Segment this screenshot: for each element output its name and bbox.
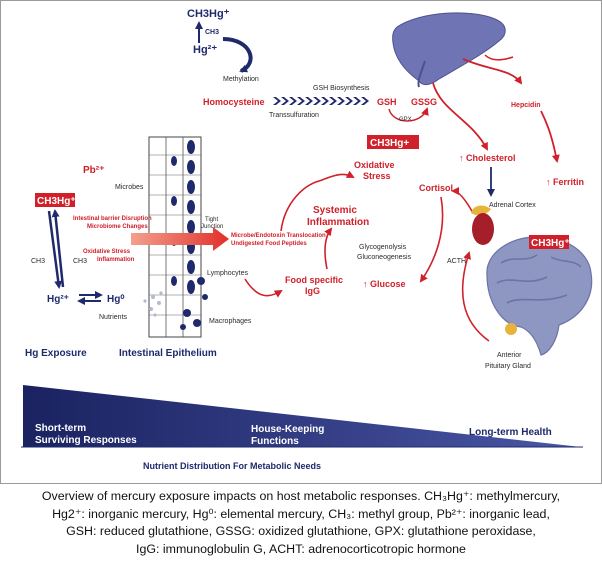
adrenal-cortex-label: Adrenal Cortex	[489, 202, 536, 209]
caption-line: GSH: reduced glutathione, GSSG: oxidized…	[66, 524, 536, 538]
ch3-left-label: CH3	[31, 258, 45, 265]
liver-icon	[392, 12, 506, 86]
glycogenolysis-line2: Gluconeogenesis	[357, 254, 412, 261]
methylation-label: Methylation	[223, 76, 259, 83]
food-igg-line1: Food specific	[285, 275, 343, 285]
hg0-label: Hg⁰	[107, 294, 124, 305]
nutrients-label: Nutrients	[99, 314, 128, 321]
response-gradient-band	[23, 385, 581, 447]
translocation-line1: Microbe/Endotoxin Translocation	[231, 233, 326, 239]
hg-exchange-arrows	[77, 291, 103, 305]
hepcidin-ferritin-arrow	[540, 110, 560, 163]
caption-line: IgG: immunoglobulin G, ACHT: adrenocorti…	[136, 541, 466, 556]
oxidative-inflammation-line2: Inflammation	[97, 257, 135, 263]
liver-hepcidin-arrow	[462, 58, 523, 85]
short-term-line1: Short-term	[35, 423, 86, 434]
ch3hg-badge-brain	[529, 235, 569, 249]
lymphocyte-igg-arrow	[244, 278, 283, 298]
top-ch3hg-label: CH3Hg⁺	[187, 8, 230, 20]
macrophages-label: Macrophages	[209, 318, 252, 325]
long-term-label: Long-term Health	[469, 427, 552, 438]
barrier-disruption-line2: Microbiome Changes	[87, 224, 148, 230]
figure-caption: Overview of mercury exposure impacts on …	[20, 488, 582, 558]
cortisol-label: Cortisol	[419, 183, 453, 193]
ch3hg-badge-center	[367, 135, 419, 149]
hg-exposure-label: Hg Exposure	[25, 348, 87, 359]
inflammation-oxidative-arrow	[280, 170, 355, 232]
oxidative-inflammation-line1: Oxidative Stress	[83, 249, 131, 255]
ferritin-label: ↑ Ferritin	[546, 177, 584, 187]
systemic-inflammation-line1: Systemic	[313, 205, 357, 216]
food-igg-line2: IgG	[305, 286, 320, 296]
pituitary-line2: Pituitary Gland	[485, 363, 531, 370]
gssg-label: GSSG	[411, 97, 437, 107]
ch3hg-brain-label: CH3Hg⁺	[531, 238, 570, 249]
liver-hepcidin-link	[484, 54, 514, 61]
gsh-label: GSH	[377, 97, 397, 107]
ch3hg-center-label: CH3Hg+	[370, 138, 409, 149]
glucose-label: ↑ Glucose	[363, 279, 406, 289]
transsulfuration-label: Transsulfuration	[269, 112, 319, 119]
intestinal-epithelium-label: Intestinal Epithelium	[119, 348, 217, 359]
methylation-left-arrows	[47, 209, 65, 289]
translocation-line2: Undigested Food Peptides	[231, 241, 307, 247]
hepcidin-label: Hepcidin	[511, 102, 541, 109]
gpx-label: GPX	[399, 117, 412, 123]
chevron-arrows	[273, 97, 369, 105]
brain-icon	[486, 236, 593, 356]
acth-label: ACTH	[447, 258, 466, 265]
barrier-disruption-line1: Intestinal barrier Disruption	[73, 216, 152, 222]
lymphocytes-label: Lymphocytes	[207, 270, 248, 277]
methylation-arrow	[222, 37, 253, 73]
igg-inflammation-arrow	[324, 227, 333, 270]
cholesterol-label: ↑ Cholesterol	[459, 153, 516, 163]
nutrient-distribution-label: Nutrient Distribution For Metabolic Need…	[143, 461, 321, 471]
translocation-arrow	[131, 227, 229, 251]
microbes-label: Microbes	[115, 184, 144, 191]
homocysteine-label: Homocysteine	[203, 97, 265, 107]
caption-line: Hg2⁺: inorganic mercury, Hg⁰: elemental …	[52, 506, 550, 521]
adrenal-gland-icon	[471, 205, 494, 245]
top-hg2-label: Hg²⁺	[193, 44, 217, 56]
diagram-canvas: CH3Hg⁺ CH3 Hg²⁺ Methylation Homocysteine…	[21, 8, 593, 471]
cortisol-glucose-arrow	[419, 196, 444, 283]
ch3hg-badge-left	[35, 193, 75, 207]
house-keeping-line2: Functions	[251, 436, 299, 447]
gsh-biosynthesis-label: GSH Biosynthesis	[313, 85, 370, 92]
ch3hg-left-label: CH3Hg⁺	[37, 196, 76, 207]
tight-junction-line1: Tight	[205, 217, 218, 223]
pb-label: Pb²⁺	[83, 165, 104, 176]
pituitary-icon	[505, 323, 517, 335]
gpx-arrow	[388, 107, 429, 122]
tight-junction-line2: Junction	[201, 224, 223, 230]
diagram-figure: CH3Hg⁺ CH3 Hg²⁺ Methylation Homocysteine…	[0, 0, 602, 484]
oxidative-stress-line1: Oxidative	[354, 160, 395, 170]
hg2-bottom-label: Hg²⁺	[47, 294, 69, 305]
ch3-right-label: CH3	[73, 258, 87, 265]
oxidative-stress-line2: Stress	[363, 171, 391, 181]
systemic-inflammation-line2: Inflammation	[307, 217, 369, 228]
methylation-cycle: CH3Hg⁺ CH3 Hg²⁺ Methylation	[187, 8, 259, 83]
liver-cholesterol-arrow	[432, 82, 488, 151]
pituitary-adrenal-arrow	[461, 251, 490, 342]
short-term-line2: Surviving Responses	[35, 435, 137, 446]
top-ch3-label: CH3	[205, 29, 219, 36]
house-keeping-line1: House-Keeping	[251, 424, 324, 435]
adrenal-cortisol-arrow	[451, 187, 474, 214]
pituitary-line1: Anterior	[497, 352, 522, 359]
caption-line: Overview of mercury exposure impacts on …	[41, 489, 561, 503]
glycogenolysis-line1: Glycogenolysis	[359, 244, 407, 251]
